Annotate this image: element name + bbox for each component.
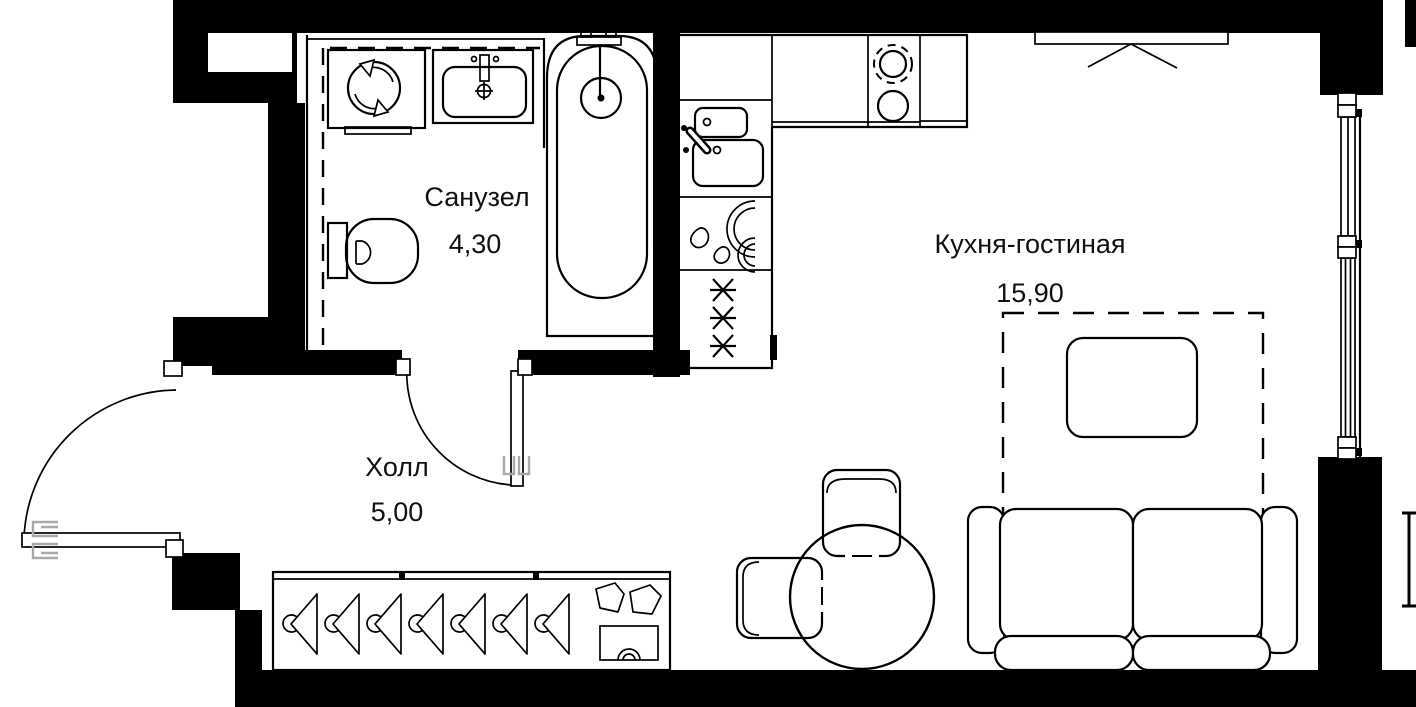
room-area-kitchen-living: 15,90 xyxy=(996,278,1064,308)
shoe-box xyxy=(599,625,659,661)
washing-machine xyxy=(326,48,427,135)
dining-set xyxy=(735,468,936,671)
water-drop-icon xyxy=(690,227,710,249)
drain-icon xyxy=(579,76,623,120)
bathroom-door-arc xyxy=(405,365,513,486)
exterior-walls xyxy=(172,0,1416,707)
hall-wardrobe xyxy=(271,570,672,672)
dining-table xyxy=(788,523,936,671)
sofa-armrest xyxy=(1259,505,1299,655)
labels: Санузел 4,30 Холл 5,00 Кухня-гостиная 15… xyxy=(365,182,1125,527)
snowflake-icon xyxy=(710,306,736,330)
toilet-bowl-detail xyxy=(355,240,372,265)
shoe-toe-icon xyxy=(617,648,641,661)
hanger-icon xyxy=(492,593,528,655)
hanger-icon xyxy=(408,593,444,655)
bathroom-sink xyxy=(431,48,535,125)
snowflake-icon xyxy=(710,278,736,302)
chair xyxy=(821,468,902,558)
sofa-front-cushion xyxy=(1131,634,1272,672)
shoe-icon xyxy=(629,584,662,615)
hangers xyxy=(282,593,570,655)
entrance-door-hinge xyxy=(165,539,184,558)
sofa-seat xyxy=(998,507,1135,642)
sofa-front-cushion xyxy=(993,634,1135,672)
built-in-wardrobe xyxy=(1034,31,1229,69)
hanger-icon xyxy=(450,593,486,655)
stove xyxy=(873,44,913,123)
burner-icon xyxy=(876,89,910,123)
entrance-threshold-icon xyxy=(31,520,58,560)
balcony-bracket xyxy=(1402,511,1416,608)
faucet-icon xyxy=(576,36,622,46)
shoe-icon xyxy=(595,582,625,613)
room-label-kitchen-living: Кухня-гостиная xyxy=(934,229,1125,259)
kitchen xyxy=(676,33,969,370)
sofa-seat xyxy=(1131,507,1264,642)
hanger-icon xyxy=(324,593,360,655)
bathroom-door-jamb xyxy=(517,358,533,376)
dishwasher xyxy=(690,200,756,273)
burner-icon xyxy=(873,44,913,84)
hanger-icon xyxy=(366,593,402,655)
sofa-armrest xyxy=(966,505,1006,655)
room-area-bathroom: 4,30 xyxy=(449,229,502,259)
bathroom xyxy=(305,27,659,487)
coffee-table xyxy=(1065,336,1199,439)
doorstep-icon xyxy=(502,456,531,476)
entrance-door-arc xyxy=(23,389,177,539)
entrance-door xyxy=(21,360,184,560)
bathroom-door xyxy=(395,358,533,487)
sofa xyxy=(966,505,1299,672)
arrow-icon xyxy=(372,98,390,118)
shoes xyxy=(595,582,662,661)
window-lower xyxy=(1340,257,1356,438)
kitchen-sink xyxy=(681,106,765,188)
toilet xyxy=(326,217,420,285)
refrigerator xyxy=(710,278,736,358)
room-area-hall: 5,00 xyxy=(371,497,424,527)
bathroom-door-jamb xyxy=(395,358,411,376)
duct-notch xyxy=(208,33,292,72)
chair xyxy=(735,556,824,640)
windows xyxy=(1337,92,1416,608)
hanger-icon xyxy=(534,593,570,655)
snowflake-icon xyxy=(710,334,736,358)
window-jambs xyxy=(1337,92,1362,460)
bathtub xyxy=(545,27,659,338)
living-room xyxy=(735,311,1299,672)
room-label-bathroom: Санузел xyxy=(424,182,529,212)
hanger-icon xyxy=(282,593,318,655)
entrance-door-jamb xyxy=(163,360,183,377)
room-label-hall: Холл xyxy=(365,452,429,482)
window-upper xyxy=(1340,116,1356,237)
water-drop-icon xyxy=(713,246,731,264)
arrow-icon xyxy=(358,58,376,78)
